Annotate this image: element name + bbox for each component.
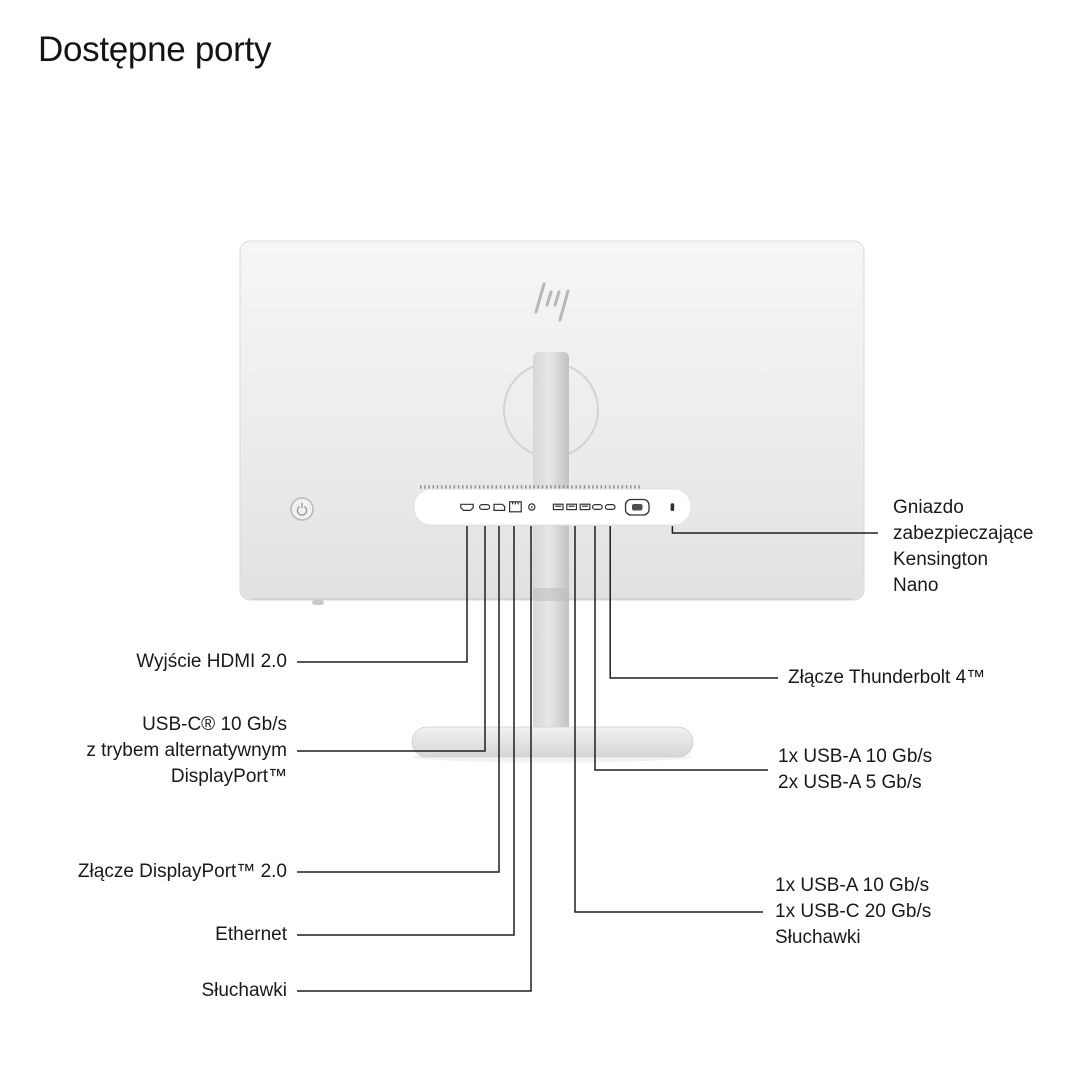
- callout-text: Gniazdo: [893, 497, 964, 518]
- usb-a-port-icon: [552, 503, 564, 511]
- callout-text: Kensington: [893, 549, 989, 570]
- audio-jack-icon: [528, 503, 536, 511]
- callout-text: Złącze Thunderbolt 4™: [788, 667, 986, 688]
- port-icons: [460, 498, 675, 516]
- hdmi-port-icon: [460, 503, 474, 511]
- callout-lines: [297, 526, 878, 992]
- callout-hdmi-label: Wyjście HDMI 2.0: [136, 649, 287, 675]
- callout-line-headphones: [297, 526, 532, 992]
- stand-base: [411, 726, 694, 758]
- thunderbolt-port-icon: [604, 504, 616, 511]
- callout-text: Słuchawki: [201, 980, 287, 1001]
- callout-text: Wyjście HDMI 2.0: [136, 651, 287, 672]
- callout-line-usb-a-group: [594, 526, 768, 771]
- usb-a-port-icon: [566, 503, 577, 511]
- callout-usb-c-alt-label: USB-C® 10 Gb/s z trybem alternatywnym Di…: [86, 712, 287, 790]
- callout-text: Słuchawki: [775, 927, 861, 948]
- callout-text: USB-C® 10 Gb/s: [142, 714, 287, 735]
- callout-text: Złącze DisplayPort™ 2.0: [77, 861, 287, 882]
- callout-text: 1x USB-A 10 Gb/s: [778, 746, 933, 767]
- callout-line-usb-mixed: [574, 526, 763, 913]
- stand-column: [533, 352, 569, 748]
- kensington-nano-slot-icon: [670, 503, 675, 511]
- callout-text: Ethernet: [215, 924, 287, 945]
- callout-usb-a-group-label: 1x USB-A 10 Gb/s 2x USB-A 5 Gb/s: [778, 744, 932, 796]
- osd-joystick: [312, 600, 324, 605]
- usb-c-port-icon: [479, 504, 491, 511]
- displayport-port-icon: [493, 503, 506, 511]
- callout-line-hdmi: [297, 526, 468, 663]
- callout-text: 1x USB-A 10 Gb/s: [775, 875, 930, 896]
- callout-line-kensington: [671, 526, 878, 534]
- power-inlet-icon: [624, 498, 650, 516]
- usb-c-port-icon: [591, 504, 603, 511]
- callout-text: zabezpieczające: [893, 523, 1034, 544]
- page-title: Dostępne porty: [38, 30, 272, 69]
- callout-usb-mixed-label: 1x USB-A 10 Gb/s 1x USB-C 20 Gb/s Słucha…: [775, 873, 931, 951]
- ethernet-port-icon: [509, 501, 522, 513]
- callout-text: z trybem alternatywnym: [86, 740, 287, 761]
- callout-kensington-label: Gniazdo zabezpieczające Kensington Nano: [893, 495, 1033, 599]
- callout-text: 2x USB-A 5 Gb/s: [778, 772, 922, 793]
- usb-a-port-icon: [579, 503, 591, 511]
- hp-logo: [534, 282, 570, 322]
- callout-headphones-label: Słuchawki: [201, 978, 287, 1004]
- callout-line-displayport: [297, 526, 500, 873]
- callout-ethernet-label: Ethernet: [215, 922, 287, 948]
- callout-line-ethernet: [297, 526, 515, 936]
- cable-clip: [533, 588, 569, 601]
- callout-thunderbolt-label: Złącze Thunderbolt 4™: [788, 665, 985, 691]
- port-strip: [413, 488, 692, 526]
- callout-line-thunderbolt: [609, 526, 778, 679]
- power-button-icon: [290, 497, 314, 521]
- callout-text: 1x USB-C 20 Gb/s: [775, 901, 932, 922]
- callout-text: Nano: [893, 575, 939, 596]
- callout-text: DisplayPort™: [170, 766, 287, 787]
- callout-line-usb-c-alt: [297, 526, 486, 752]
- callout-displayport-label: Złącze DisplayPort™ 2.0: [78, 859, 287, 885]
